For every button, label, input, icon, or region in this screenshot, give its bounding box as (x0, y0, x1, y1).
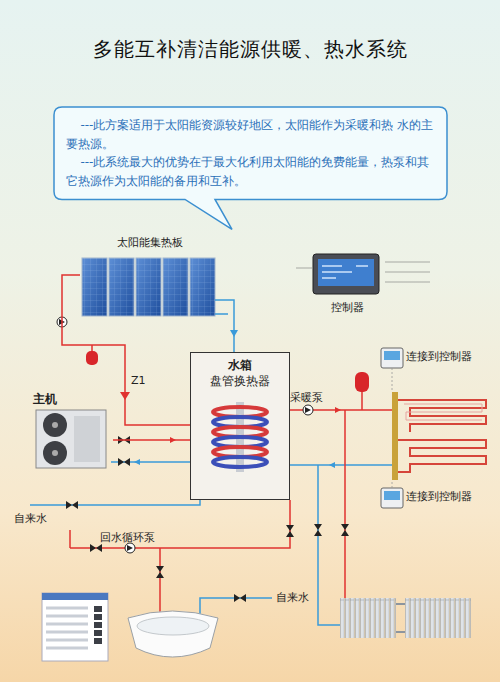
water-inlet-label: 自来水 (276, 590, 309, 605)
water-tank: 水箱盘管换热器 (190, 352, 290, 500)
manifold (392, 392, 398, 480)
note-text: ---此方案适用于太阳能资源较好地区，太阳能作为采暖和热 水的主要热源。 (66, 116, 435, 153)
heating-pipes (290, 392, 392, 625)
controller-device (296, 254, 430, 294)
diagram-title: 多能互补清洁能源供暖、热水系统 (0, 36, 500, 63)
controller: 控制器 (300, 250, 395, 315)
expansion-tank (86, 351, 98, 365)
thermostat-label: 连接到控制器 (406, 350, 472, 367)
note-text: ---此系统最大的优势在于最大化利用太阳能的免费能量，热泵和其它热源作为太阳能的… (66, 153, 435, 190)
heat-pump-unit (36, 410, 106, 468)
node-label: 主机 (33, 392, 113, 408)
heating-pump (303, 405, 313, 415)
bathtub (128, 611, 218, 657)
control-panel-screen (42, 593, 108, 661)
pipe-connector (62, 275, 190, 425)
domestic-water-pipes (30, 500, 290, 614)
coil-exchanger (213, 402, 267, 472)
node-label: 水箱 (193, 358, 287, 374)
node-label: 连接到控制器 (406, 350, 472, 364)
expansion-tank (355, 372, 369, 392)
thermostat-icon (381, 348, 403, 508)
floor-heating-coils (398, 400, 486, 472)
node-label: 控制器 (300, 301, 395, 315)
callout-bubble (54, 107, 447, 229)
radiators (340, 598, 471, 638)
solar-collector: 太阳能集热板 (80, 236, 220, 320)
solar-return-pipe (215, 300, 234, 352)
return-pump (125, 543, 135, 553)
node-label: 盘管换热器 (193, 374, 287, 390)
valve-tag: Z1 (131, 374, 146, 387)
thermostat-label: 连接到控制器 (406, 490, 472, 507)
node-label: 太阳能集热板 (80, 236, 220, 250)
pipe-connector (113, 439, 190, 441)
heat-pump-host: 主机 (33, 392, 113, 470)
node-label: 连接到控制器 (406, 490, 472, 504)
water-inlet-label: 自来水 (14, 511, 47, 526)
callout-note: ---此方案适用于太阳能资源较好地区，太阳能作为采暖和热 水的主要热源。---此… (58, 110, 443, 196)
pump-label: 回水循环泵 (100, 530, 155, 545)
water-tank (190, 352, 290, 500)
solar-panels (82, 258, 215, 316)
pump-label: 采暖泵 (290, 390, 323, 405)
